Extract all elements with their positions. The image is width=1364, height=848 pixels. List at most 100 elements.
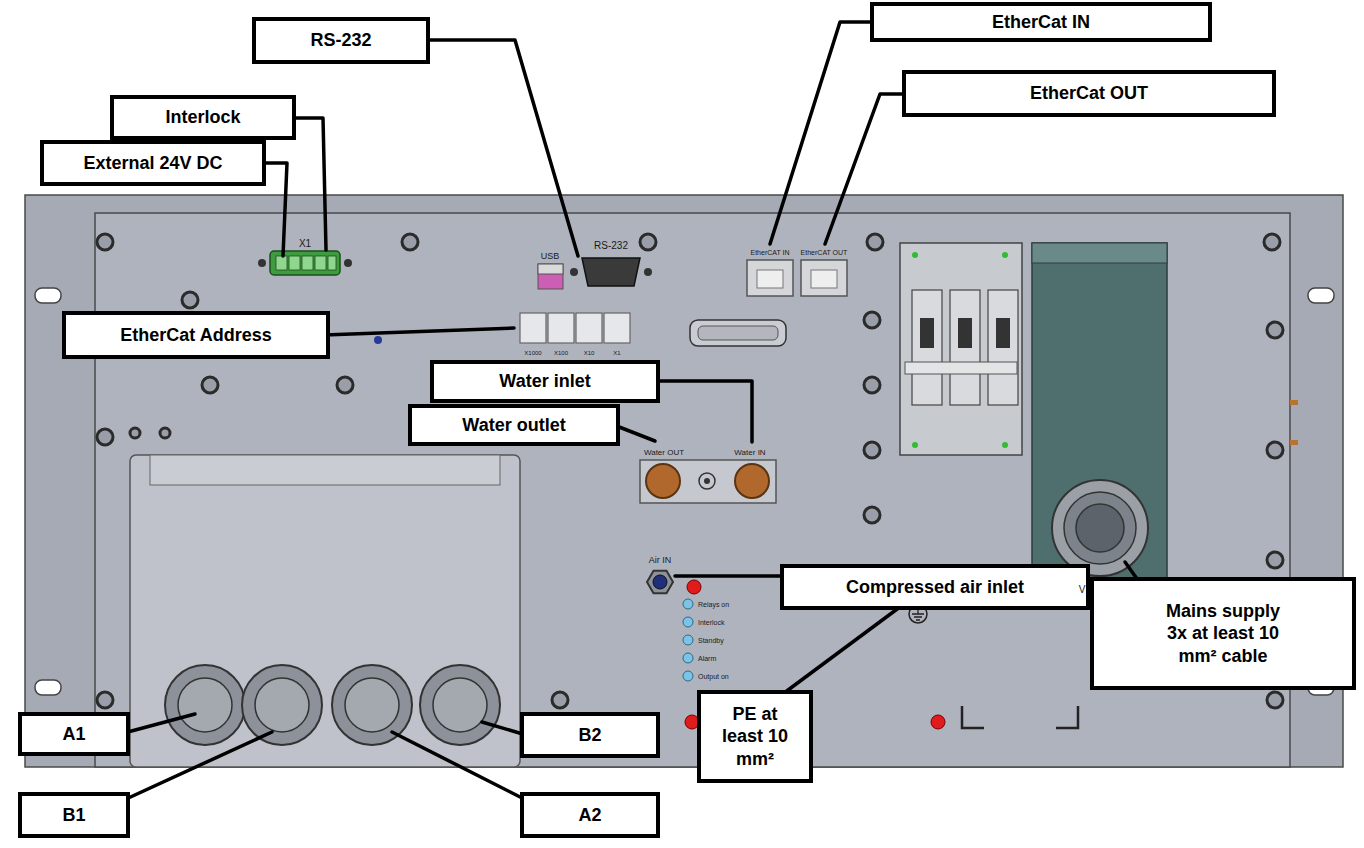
callout-box: EtherCat Address bbox=[62, 311, 330, 359]
dot bbox=[1002, 252, 1008, 258]
screw bbox=[1267, 552, 1283, 568]
screw bbox=[1264, 234, 1280, 250]
dot bbox=[912, 442, 918, 448]
callout-box: EtherCat OUT bbox=[902, 70, 1276, 117]
led bbox=[683, 617, 693, 627]
screw bbox=[1267, 322, 1283, 338]
leader-line bbox=[654, 381, 752, 442]
panel-marking: USB bbox=[541, 252, 560, 261]
ethercat-port-socket bbox=[757, 270, 783, 288]
panel-marking: Water OUT bbox=[644, 449, 684, 457]
panel-marking: X10 bbox=[584, 350, 595, 356]
rotary-switch bbox=[520, 313, 546, 343]
screw bbox=[130, 428, 140, 438]
x1-connector bbox=[270, 251, 340, 275]
screw bbox=[864, 507, 880, 523]
red-marker bbox=[687, 580, 701, 594]
leader-line bbox=[324, 328, 514, 335]
screw bbox=[640, 234, 656, 250]
ethercat-port-socket bbox=[811, 270, 837, 288]
rotary-switch bbox=[576, 313, 602, 343]
screw bbox=[864, 442, 880, 458]
status-leds bbox=[683, 599, 693, 681]
usb-port bbox=[538, 264, 563, 289]
output-glands bbox=[165, 665, 500, 745]
callout-label: B2 bbox=[578, 724, 601, 747]
mains-housing bbox=[1032, 243, 1167, 583]
callout-label: PE at least 10 mm² bbox=[711, 703, 799, 771]
rs232-connector bbox=[582, 258, 640, 286]
terminal-pin bbox=[328, 256, 336, 270]
mounting-slot bbox=[35, 680, 61, 695]
screw bbox=[1267, 692, 1283, 708]
terminal-pin bbox=[276, 256, 287, 270]
callout-box: B1 bbox=[18, 792, 130, 838]
panel-marking: Alarm bbox=[698, 655, 716, 662]
cable-cover bbox=[130, 455, 520, 767]
callout-label: B1 bbox=[62, 804, 85, 827]
callout-box: RS-232 bbox=[252, 17, 430, 64]
cable-gland bbox=[165, 665, 245, 745]
breaker-plate bbox=[900, 243, 1022, 455]
callout-box: Interlock bbox=[110, 95, 296, 140]
screw bbox=[182, 292, 198, 308]
leader-line bbox=[825, 94, 908, 244]
circuit-breaker bbox=[950, 290, 980, 405]
water-plate bbox=[640, 460, 776, 503]
panel-marking: Interlock bbox=[698, 619, 724, 626]
callout-label: Compressed air inlet bbox=[846, 576, 1024, 599]
callout-label: Water outlet bbox=[462, 414, 565, 437]
connector-hole bbox=[258, 259, 266, 267]
callout-label: Mains supply 3x at least 10 mm² cable bbox=[1156, 600, 1291, 668]
breaker-toggle bbox=[920, 318, 934, 348]
connector-hole bbox=[644, 268, 652, 276]
panel-marking: X1000 bbox=[524, 350, 541, 356]
indicator-dot bbox=[374, 336, 382, 344]
panel-marking: EtherCAT IN bbox=[750, 249, 789, 256]
cable-gland-ring bbox=[345, 678, 399, 732]
db25-pins bbox=[698, 326, 778, 340]
leader-line bbox=[770, 22, 876, 244]
led bbox=[683, 653, 693, 663]
leader-line bbox=[780, 598, 912, 696]
callout-label: EtherCat Address bbox=[120, 324, 271, 347]
panel-marking: Air IN bbox=[649, 556, 672, 565]
terminal-pin bbox=[302, 256, 313, 270]
leader-line bbox=[392, 732, 526, 800]
leader-line bbox=[424, 40, 578, 256]
red-marker bbox=[931, 715, 945, 729]
cable-gland bbox=[420, 665, 500, 745]
callout-label: A2 bbox=[578, 804, 601, 827]
screw bbox=[97, 692, 113, 708]
usb-port-top bbox=[538, 264, 563, 274]
callout-label: Water inlet bbox=[499, 370, 590, 393]
cable-gland bbox=[242, 665, 322, 745]
leader-line bbox=[124, 714, 195, 733]
ethercat-port bbox=[801, 260, 847, 296]
panel-marking: X100 bbox=[554, 350, 568, 356]
mounting-slot bbox=[35, 288, 61, 303]
screw bbox=[97, 234, 113, 250]
tab bbox=[1290, 400, 1298, 405]
cable-gland bbox=[332, 665, 412, 745]
breaker-bar bbox=[905, 362, 1017, 374]
mains-housing-top bbox=[1032, 243, 1167, 263]
cable-gland-ring bbox=[255, 678, 309, 732]
screw bbox=[864, 312, 880, 328]
screw bbox=[1267, 442, 1283, 458]
panel-marking: RS-232 bbox=[594, 241, 628, 251]
panel-marking: X1 bbox=[299, 239, 311, 249]
screw bbox=[97, 429, 113, 445]
rotary-switch bbox=[548, 313, 574, 343]
connector-hole bbox=[570, 268, 578, 276]
circuit-breaker bbox=[912, 290, 942, 405]
leader-line bbox=[614, 425, 655, 441]
circuit-breaker bbox=[988, 290, 1018, 405]
dot bbox=[912, 252, 918, 258]
cable-gland-ring bbox=[178, 678, 232, 732]
panel-marking: EtherCAT OUT bbox=[801, 249, 848, 256]
mounting-slot bbox=[1308, 288, 1334, 303]
callout-box: A2 bbox=[520, 792, 660, 838]
dot bbox=[1002, 442, 1008, 448]
